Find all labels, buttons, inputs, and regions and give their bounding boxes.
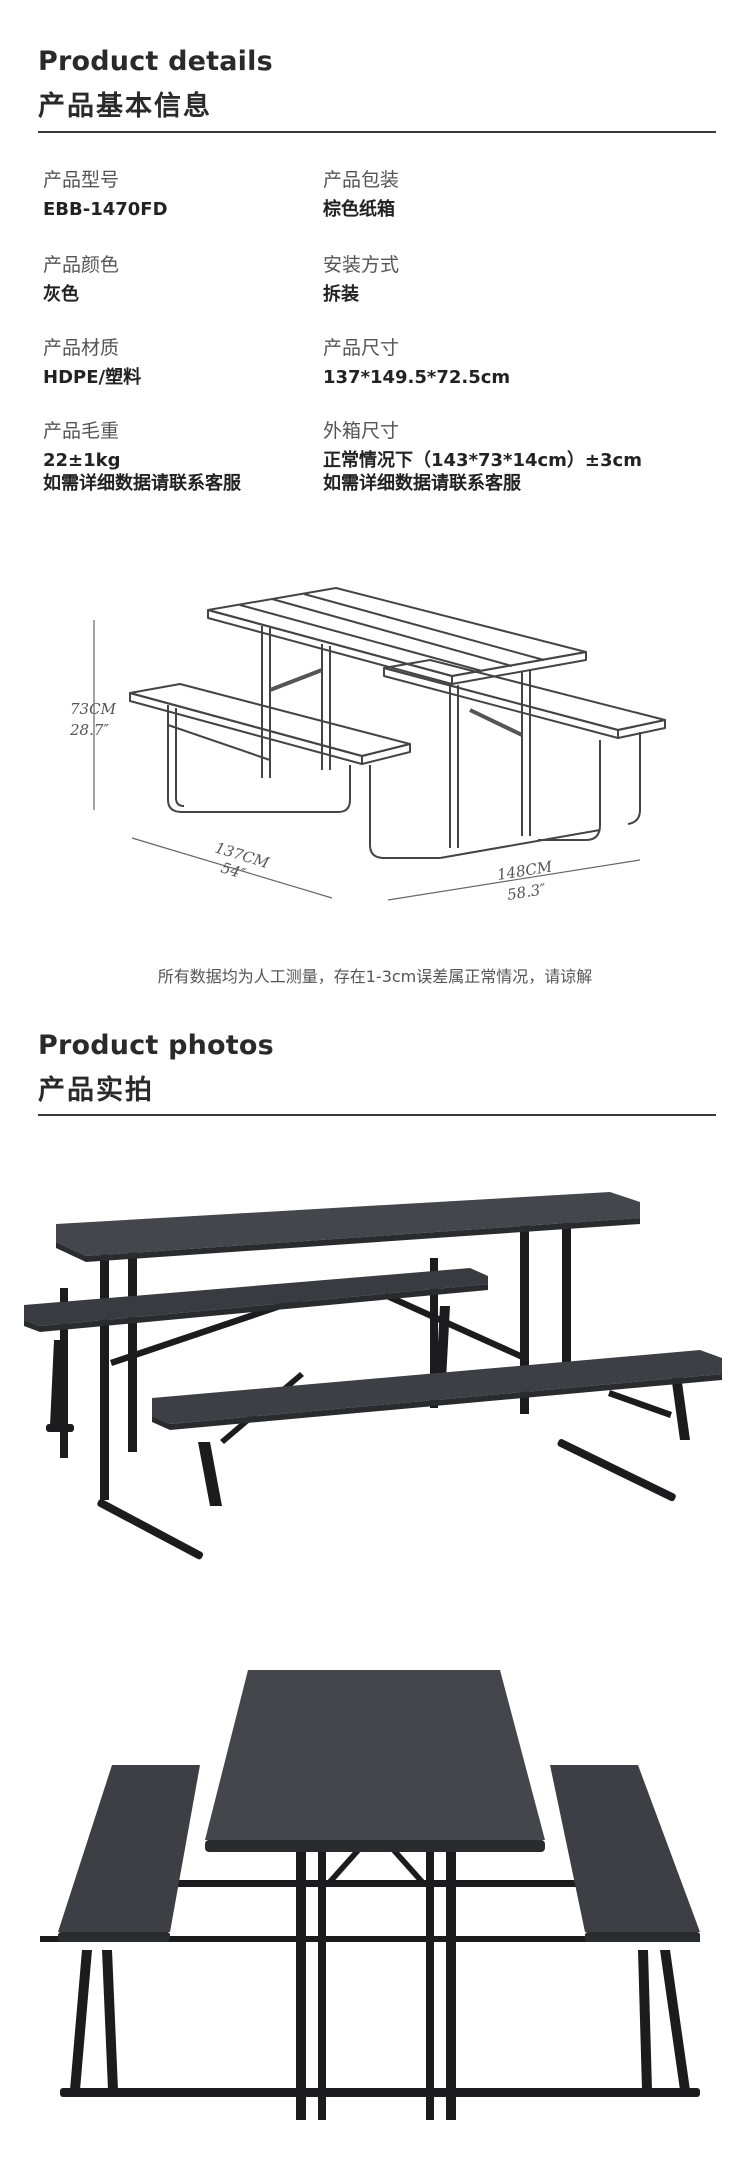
spec-value-note: 如需详细数据请联系客服 (43, 473, 241, 494)
photos-title-cn: 产品实拍 (38, 1075, 154, 1106)
width-in-label: 58.3″ (506, 880, 548, 904)
dimension-drawing: 73CM 28.7″ 137CM 54″ 148CM 58.3″ (69, 587, 666, 904)
spec-model: 产品型号 EBB-1470FD (43, 165, 168, 221)
spec-label: 产品材质 (43, 337, 120, 359)
spec-value: 正常情况下（143*73*14cm）±3cm (323, 450, 642, 471)
front-table-top (205, 1670, 545, 1840)
spec-label: 产品尺寸 (323, 337, 400, 359)
spec-package: 产品包装 棕色纸箱 (323, 165, 399, 221)
spec-size: 产品尺寸 137*149.5*72.5cm (323, 333, 510, 389)
depth-dim-line (131, 837, 333, 899)
far-bench-top (24, 1268, 488, 1326)
spec-value: 棕色纸箱 (323, 199, 395, 220)
front-bench-right (550, 1765, 700, 1932)
spec-value: EBB-1470FD (43, 199, 168, 220)
spec-carton: 外箱尺寸 正常情况下（143*73*14cm）±3cm 如需详细数据请联系客服 (323, 416, 642, 495)
near-bench-top (152, 1350, 722, 1424)
spec-value: HDPE/塑料 (43, 367, 142, 388)
spec-material: 产品材质 HDPE/塑料 (43, 333, 141, 389)
spec-label: 产品毛重 (43, 420, 120, 442)
spec-value: 灰色 (43, 284, 79, 305)
height-cm-label: 73CM (70, 700, 117, 718)
product-photo-angled (24, 1192, 722, 1560)
spec-label: 安装方式 (323, 254, 400, 276)
table-top (56, 1192, 640, 1256)
spec-label: 产品包装 (323, 169, 400, 191)
spec-label: 产品型号 (43, 169, 120, 191)
spec-color: 产品颜色 灰色 (43, 250, 119, 306)
spec-value: 137*149.5*72.5cm (323, 367, 511, 388)
width-dim-line (387, 859, 641, 901)
width-cm-label: 148CM (496, 857, 554, 884)
details-title-en: Product details (38, 46, 273, 77)
product-photo-front (40, 1670, 700, 2120)
spec-value: 22±1kg (43, 450, 121, 471)
spec-weight: 产品毛重 22±1kg 如需详细数据请联系客服 (43, 416, 241, 495)
front-bench-left (58, 1765, 200, 1932)
spec-label: 产品颜色 (43, 254, 120, 276)
spec-install: 安装方式 拆装 (323, 250, 399, 306)
height-in-label: 28.7″ (69, 721, 109, 739)
measurement-note: 所有数据均为人工测量，存在1-3cm误差属正常情况，请谅解 (157, 967, 593, 986)
photos-divider (38, 1114, 716, 1116)
photos-title-en: Product photos (38, 1030, 274, 1061)
details-divider (38, 131, 716, 133)
spec-value-note: 如需详细数据请联系客服 (323, 473, 521, 494)
spec-value: 拆装 (323, 284, 359, 305)
spec-label: 外箱尺寸 (323, 420, 400, 442)
details-title-cn: 产品基本信息 (38, 91, 212, 122)
